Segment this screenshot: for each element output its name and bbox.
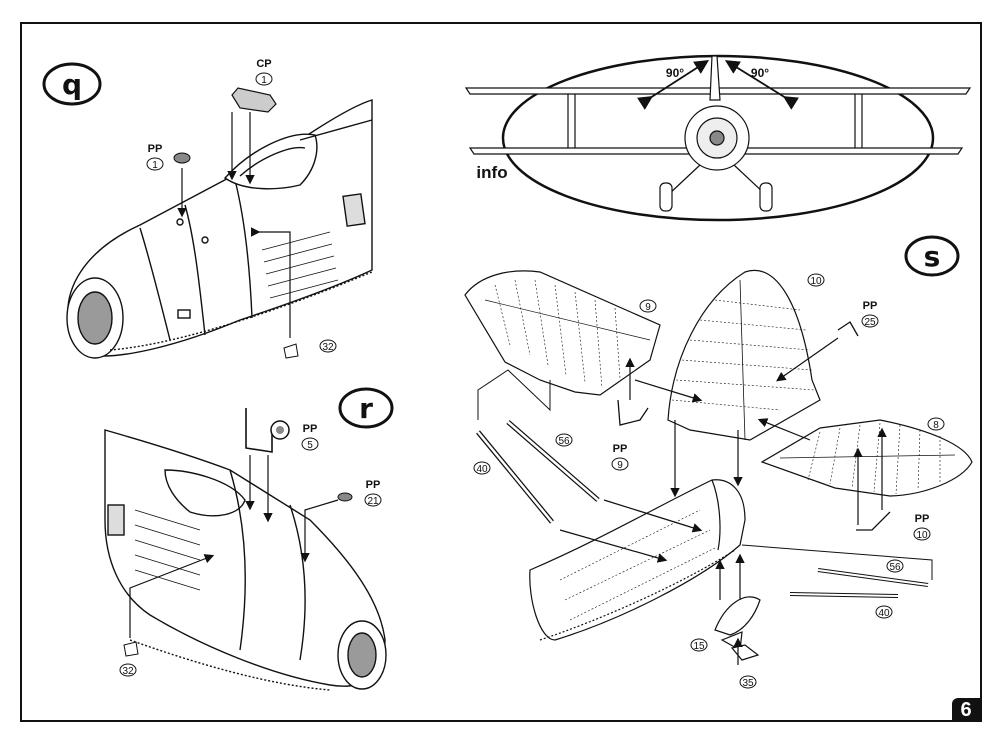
step-s-badge (904, 235, 960, 277)
s-leader-rods-b (741, 544, 933, 580)
s-part10-circle (807, 273, 825, 287)
s-arrow-stab-left (634, 379, 703, 403)
s-part40a-num: 40 (476, 464, 488, 475)
s-part56a-circle (555, 433, 573, 447)
s-part15-num: 15 (693, 641, 705, 652)
s-pp10-num: 10 (916, 530, 928, 541)
s-part10-num: 10 (810, 276, 822, 287)
s-arrow-stab-right (757, 418, 811, 441)
q-part32-shape (283, 343, 299, 359)
angle-arrow-right (724, 60, 799, 110)
r-fuselage (104, 429, 387, 691)
step-s: s 9 (464, 235, 973, 689)
angle-arrow-left (637, 60, 710, 110)
q-arrow-32 (250, 227, 291, 338)
s-pp25-num: 25 (864, 317, 876, 328)
info-ellipse (501, 54, 935, 222)
r-pp5-code: PP (303, 423, 318, 435)
s-fin (667, 269, 821, 441)
s-pp9-part (617, 399, 649, 426)
q-pp1-circle (146, 157, 164, 171)
step-r-badge (338, 387, 394, 429)
s-part9-circle (639, 299, 657, 313)
q-pp1-num: 1 (152, 160, 158, 171)
s-part8-circle (927, 417, 945, 431)
page-frame (20, 22, 982, 722)
s-part40b-circle (875, 605, 893, 619)
s-arrow-pp25 (776, 337, 839, 382)
s-pp9-circle (611, 457, 629, 471)
s-leader-rods (477, 369, 551, 420)
q-windscreen-part (231, 87, 277, 113)
q-cp-code: CP (256, 58, 271, 70)
angle-right-label: 90° (751, 66, 769, 80)
s-part35-num: 35 (742, 678, 754, 689)
s-pp25-circle (861, 314, 879, 328)
q-cp-num: 1 (261, 75, 267, 86)
r-pp21-code: PP (366, 479, 381, 491)
s-pp10-circle (913, 527, 931, 541)
s-pp9-code: PP (613, 443, 628, 455)
info-front-view: info 90° 90° (464, 54, 972, 222)
r-arrow-pp21 (300, 499, 339, 563)
r-pp5-num: 5 (307, 440, 313, 451)
q-fuselage (66, 99, 373, 359)
s-part40b-num: 40 (878, 608, 890, 619)
q-part32-circle (319, 339, 337, 353)
step-q: q (42, 58, 373, 359)
s-part9-num: 9 (645, 302, 651, 313)
s-part56a-num: 56 (558, 436, 570, 447)
s-rear-fuselage (529, 479, 746, 641)
s-part40a-circle (473, 461, 491, 475)
s-pp10-part (856, 511, 891, 531)
step-q-badge (42, 62, 102, 106)
step-q-letter: q (62, 68, 82, 101)
q-pp1-code: PP (148, 143, 163, 155)
s-pp25-code: PP (863, 300, 878, 312)
r-pp21-num: 21 (367, 496, 379, 507)
s-pp9-num: 9 (617, 460, 623, 471)
s-stabilizer-left (464, 270, 661, 396)
s-part56b-num: 56 (889, 562, 901, 573)
r-bracket-part (245, 408, 273, 453)
step-r-letter: r (359, 392, 373, 425)
s-arrow-rod56 (603, 499, 703, 533)
angle-left-label: 90° (666, 66, 684, 80)
step-r: r PP 5 PP (104, 387, 394, 691)
r-pp21-circle (364, 493, 382, 507)
s-pp25-part (837, 321, 859, 337)
s-part56b-circle (886, 559, 904, 573)
s-tail-skid (714, 596, 761, 661)
q-cp-circle (255, 72, 273, 86)
r-part32-shape (123, 641, 139, 657)
s-arrow-rod40 (559, 529, 668, 563)
s-pp10-code: PP (915, 513, 930, 525)
r-pp21-part (337, 492, 353, 502)
page-number: 6 (952, 698, 980, 722)
r-part32-num: 32 (122, 666, 134, 677)
q-pp1-part (173, 152, 191, 164)
r-pp5-circle (301, 437, 319, 451)
s-stabilizer-right (760, 419, 973, 497)
step-s-letter: s (924, 240, 941, 273)
r-arrow-32 (129, 554, 215, 638)
info-label: info (476, 163, 507, 182)
q-part32-num: 32 (322, 342, 334, 353)
s-part15-circle (690, 638, 708, 652)
s-part8-num: 8 (933, 420, 939, 431)
s-part35-circle (739, 675, 757, 689)
r-part32-circle (119, 663, 137, 677)
